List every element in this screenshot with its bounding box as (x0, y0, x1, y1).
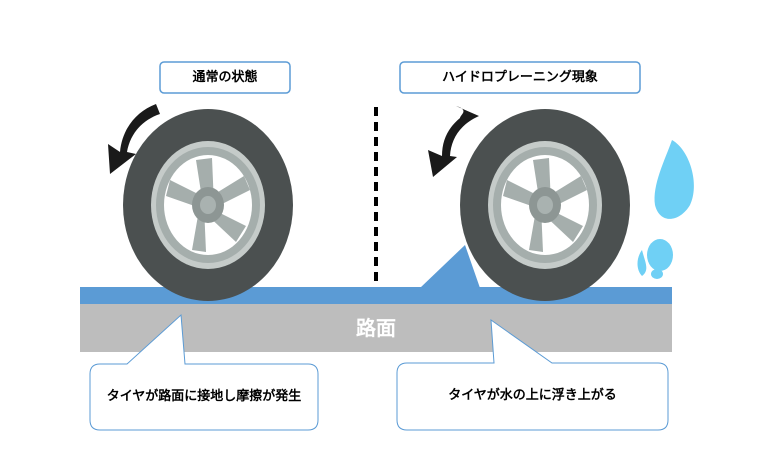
right-callout-box (396, 318, 669, 431)
tire-left (123, 109, 293, 301)
water-wedge (420, 245, 480, 288)
left-title: 通常の状態 (192, 70, 258, 85)
left-callout-box (89, 313, 319, 431)
road-label: 路面 (356, 316, 396, 340)
right-title: ハイドロプレーニング現象 (442, 70, 598, 85)
right-note: タイヤが水の上に浮き上がる (448, 388, 617, 403)
water-splash-icon (637, 140, 694, 279)
tire-right (460, 109, 630, 301)
left-title-box (159, 61, 291, 94)
rotation-arrow-right-icon (428, 106, 479, 177)
rotation-arrow-left-icon (108, 104, 160, 174)
right-title-box (399, 61, 641, 94)
left-note: タイヤが路面に接地し摩擦が発生 (106, 389, 302, 404)
